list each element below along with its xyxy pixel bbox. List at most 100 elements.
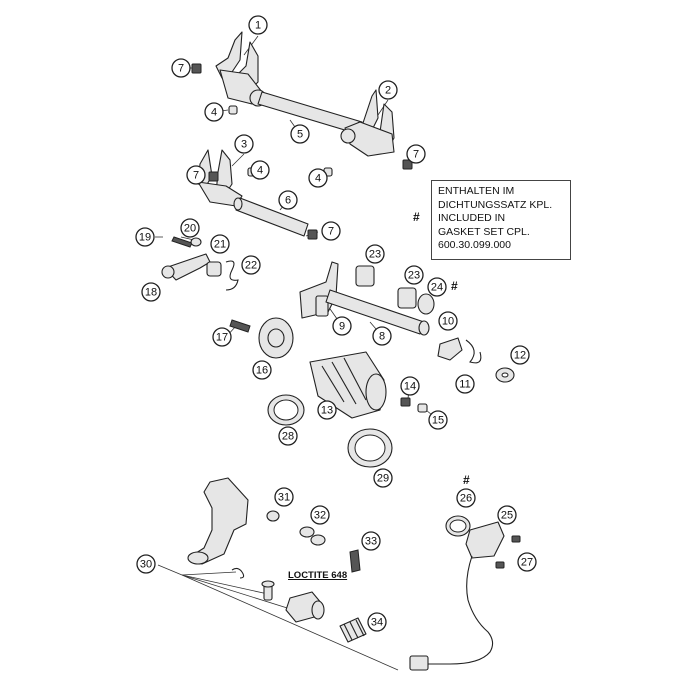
gasket-note-box: ENTHALTEN IM DICHTUNGSSATZ KPL. INCLUDED… xyxy=(431,180,571,260)
callout-label: 31 xyxy=(278,492,290,504)
callout-label: 2 xyxy=(385,85,391,97)
shift-pedal-30 xyxy=(187,477,249,565)
callout-label: 11 xyxy=(459,379,470,391)
callout-label: 4 xyxy=(211,107,217,119)
callout-circle xyxy=(252,360,272,380)
callout-circle xyxy=(248,15,268,35)
callout-21: 21 xyxy=(210,234,230,254)
callout-circle xyxy=(400,376,420,396)
callout-circle xyxy=(278,426,298,446)
callout-circle xyxy=(361,531,381,551)
callout-7: 7 xyxy=(186,165,206,185)
shift-fork-1 xyxy=(215,31,267,107)
callout-circle xyxy=(517,552,537,572)
pin-15 xyxy=(417,403,428,413)
callout-15: 15 xyxy=(428,410,448,430)
callout-27: 27 xyxy=(517,552,537,572)
callout-label: 23 xyxy=(408,270,420,282)
callout-label: 4 xyxy=(257,165,263,177)
callout-circle xyxy=(274,487,294,507)
bearings-23 xyxy=(355,265,435,315)
callout-circle xyxy=(367,612,387,632)
callout-circle xyxy=(332,316,352,336)
note-line-5: 600.30.099.000 xyxy=(438,239,511,251)
callout-label: 28 xyxy=(282,431,294,443)
callout-label: 13 xyxy=(321,405,333,417)
shift-fork-2 xyxy=(340,89,395,157)
callout-11: 11 xyxy=(455,374,475,394)
callout-label: 34 xyxy=(371,617,383,629)
fork-shaft-6 xyxy=(233,197,309,237)
callout-33: 33 xyxy=(361,531,381,551)
callout-circle xyxy=(204,102,224,122)
callout-circle xyxy=(180,218,200,238)
callout-label: 14 xyxy=(404,381,416,393)
callout-25: 25 xyxy=(497,505,517,525)
callout-label: 19 xyxy=(139,232,151,244)
callout-label: 16 xyxy=(256,365,268,377)
callout-23: 23 xyxy=(404,265,424,285)
callout-4: 4 xyxy=(204,102,224,122)
callout-20: 20 xyxy=(180,218,200,238)
callout-3: 3 xyxy=(234,134,254,154)
rings-28-29 xyxy=(267,394,393,468)
callout-circle xyxy=(135,227,155,247)
callout-label: 8 xyxy=(379,331,385,343)
callout-7: 7 xyxy=(406,144,426,164)
callout-label: 27 xyxy=(521,557,533,569)
callout-18: 18 xyxy=(141,282,161,302)
callout-12: 12 xyxy=(510,345,530,365)
callout-label: 7 xyxy=(178,63,184,75)
callout-23: 23 xyxy=(365,244,385,264)
callout-label: 15 xyxy=(432,415,444,427)
callout-circle xyxy=(290,124,310,144)
callout-circle xyxy=(212,327,232,347)
callout-label: 7 xyxy=(193,170,199,182)
callout-label: 24 xyxy=(431,282,443,294)
washer-32b xyxy=(310,534,326,546)
callout-circle xyxy=(141,282,161,302)
gear-position-sensor xyxy=(409,515,521,671)
shaft-seal-and-clips xyxy=(437,337,515,383)
callout-8: 8 xyxy=(372,326,392,346)
spring-14 xyxy=(400,397,411,407)
callout-circle xyxy=(510,345,530,365)
selector-segment-9 xyxy=(299,261,339,319)
callout-label: 23 xyxy=(369,249,381,261)
callout-24: 24 xyxy=(427,277,447,297)
callout-circle xyxy=(497,505,517,525)
note-line-4: GASKET SET CPL. xyxy=(438,225,530,238)
callout-circle xyxy=(378,80,398,100)
note-line-1: ENTHALTEN IM xyxy=(438,185,515,197)
marker-24: # xyxy=(451,279,458,293)
callout-26: 26 xyxy=(456,488,476,508)
callout-circle xyxy=(428,410,448,430)
callout-circle xyxy=(210,234,230,254)
callout-label: 30 xyxy=(140,559,152,571)
callout-circle xyxy=(456,488,476,508)
callout-7: 7 xyxy=(171,58,191,78)
callout-9: 9 xyxy=(332,316,352,336)
callout-4: 4 xyxy=(250,160,270,180)
callout-label: 17 xyxy=(216,332,228,344)
callout-circle xyxy=(136,554,156,574)
callout-circle xyxy=(310,505,330,525)
callout-circle xyxy=(186,165,206,185)
callout-4: 4 xyxy=(308,168,328,188)
callout-2: 2 xyxy=(378,80,398,100)
loctite-label: LOCTITE 648 xyxy=(288,570,348,581)
callout-circle xyxy=(278,190,298,210)
callout-17: 17 xyxy=(212,327,232,347)
callout-label: 12 xyxy=(514,350,526,362)
callout-13: 13 xyxy=(317,400,337,420)
callout-31: 31 xyxy=(274,487,294,507)
callout-29: 29 xyxy=(373,468,393,488)
callout-label: 7 xyxy=(328,226,334,238)
callout-circle xyxy=(455,374,475,394)
note-marker: # xyxy=(413,210,420,224)
callout-circle xyxy=(241,255,261,275)
callout-label: 9 xyxy=(339,321,345,333)
callout-label: 25 xyxy=(501,510,513,522)
